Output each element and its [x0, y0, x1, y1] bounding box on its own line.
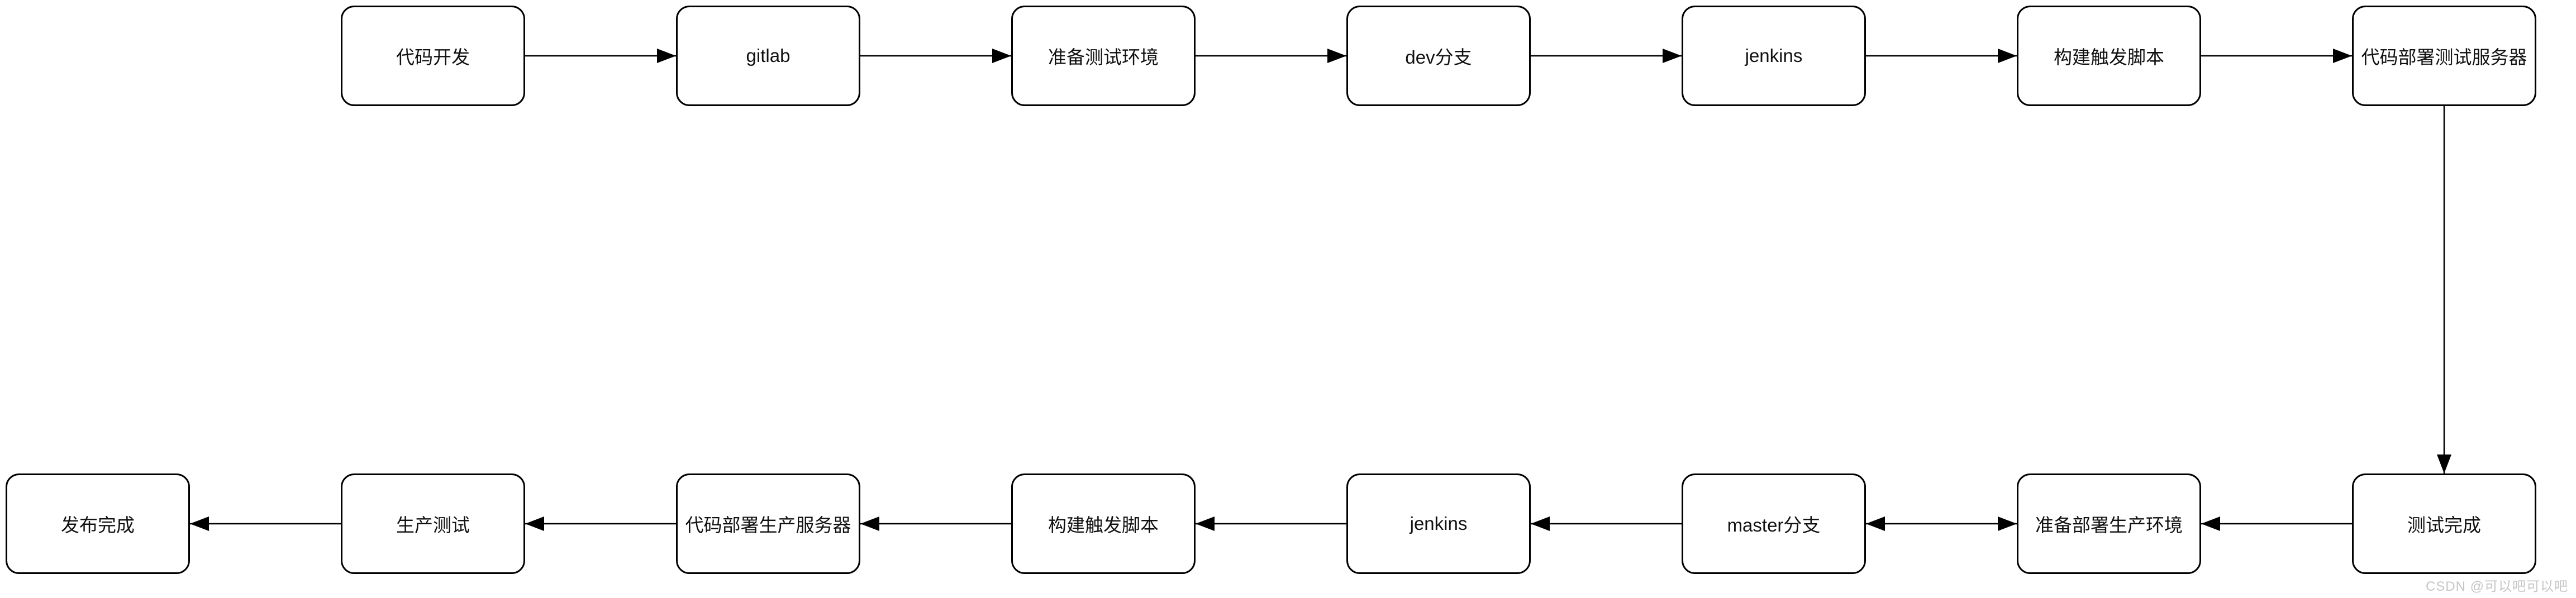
flow-node-label: 代码开发 — [396, 47, 470, 68]
csdn-watermark: CSDN @可以吧可以吧 — [2425, 579, 2568, 594]
flow-node-deploy-prod-server: 代码部署生产服务器 — [676, 473, 860, 574]
flow-node-prepare-prod-env: 准备部署生产环境 — [2017, 473, 2201, 574]
flow-node-label: 生产测试 — [396, 515, 470, 535]
flow-node-label: 代码部署生产服务器 — [685, 515, 851, 535]
arrowhead — [1998, 49, 2017, 63]
arrowhead — [1531, 516, 1550, 531]
flow-node-label: jenkins — [1410, 513, 1468, 534]
flow-node-build-trigger-script-prod: 构建触发脚本 — [1011, 473, 1196, 574]
flow-node-label: master分支 — [1727, 515, 1821, 535]
flow-node-deploy-test-server: 代码部署测试服务器 — [2352, 6, 2536, 106]
flow-node-dev-branch: dev分支 — [1346, 6, 1531, 106]
flow-node-test-done: 测试完成 — [2352, 473, 2536, 574]
arrowhead — [992, 49, 1011, 63]
arrowhead — [1196, 516, 1215, 531]
flow-node-code-dev: 代码开发 — [341, 6, 525, 106]
flow-node-label: 构建触发脚本 — [2054, 47, 2164, 68]
arrowhead — [525, 516, 544, 531]
flow-node-label: 代码部署测试服务器 — [2361, 47, 2527, 68]
flow-node-release-done: 发布完成 — [6, 473, 190, 574]
flow-node-master-branch: master分支 — [1682, 473, 1866, 574]
flow-node-jenkins-test: jenkins — [1682, 6, 1866, 106]
flow-node-label: 准备测试环境 — [1048, 47, 1159, 68]
flow-node-label: 准备部署生产环境 — [2035, 515, 2183, 535]
flow-node-label: gitlab — [746, 45, 791, 66]
arrowhead — [190, 516, 209, 531]
flow-node-label: 测试完成 — [2407, 515, 2481, 535]
arrowhead — [1327, 49, 1346, 63]
flow-node-label: 发布完成 — [61, 515, 135, 535]
arrowhead — [657, 49, 676, 63]
arrowhead — [2201, 516, 2220, 531]
flow-node-prepare-test-env: 准备测试环境 — [1011, 6, 1196, 106]
arrowhead — [1866, 516, 1885, 531]
arrowhead — [860, 516, 879, 531]
arrowhead — [2333, 49, 2352, 63]
flow-node-label: jenkins — [1745, 45, 1803, 66]
flow-node-prod-test: 生产测试 — [341, 473, 525, 574]
flow-node-build-trigger-script-test: 构建触发脚本 — [2017, 6, 2201, 106]
flow-node-jenkins-prod: jenkins — [1346, 473, 1531, 574]
arrowhead — [1998, 516, 2017, 531]
flow-node-gitlab: gitlab — [676, 6, 860, 106]
flow-node-label: dev分支 — [1405, 47, 1472, 68]
arrowhead — [2437, 455, 2451, 473]
flow-node-label: 构建触发脚本 — [1048, 515, 1159, 535]
arrowhead — [1663, 49, 1682, 63]
